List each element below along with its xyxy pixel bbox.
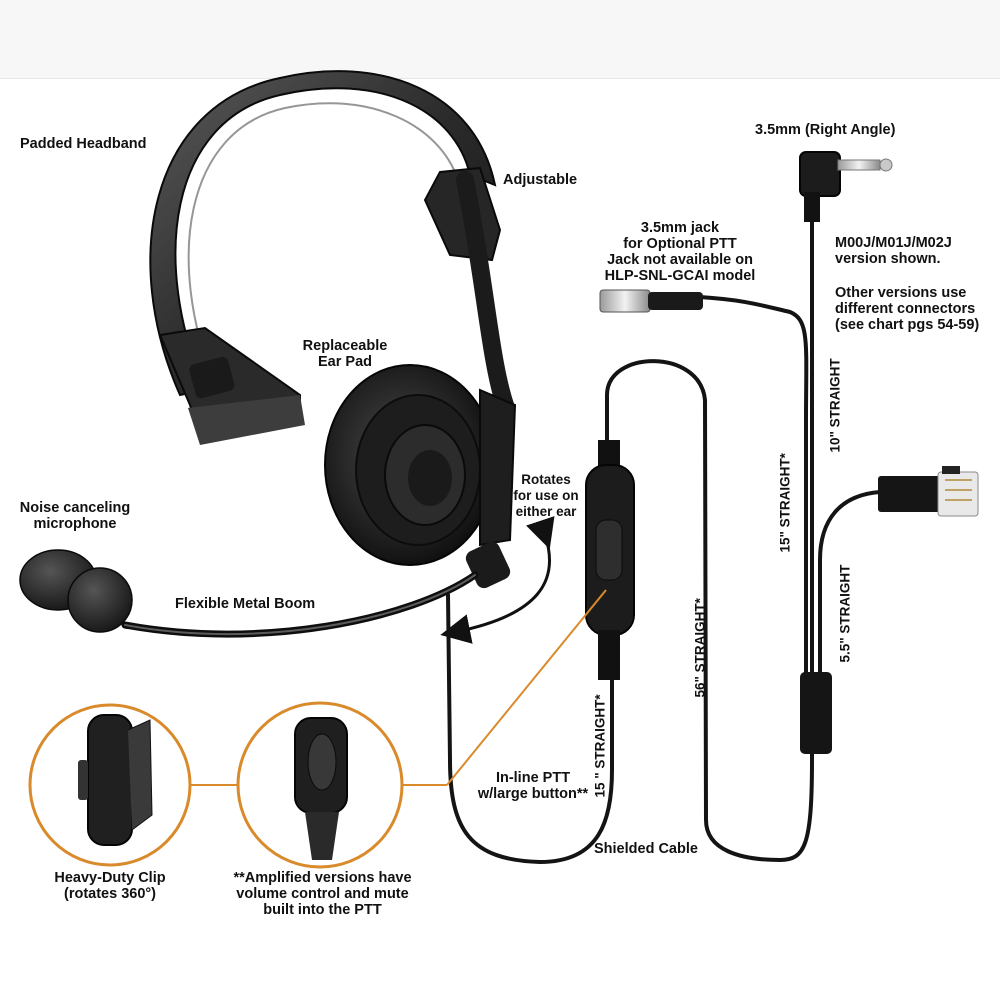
optional-ptt-jack — [599, 289, 703, 313]
label-version: M00J/M01J/M02J version shown. — [835, 235, 952, 267]
right-angle-connector — [799, 151, 893, 222]
label-adjustable: Adjustable — [503, 172, 578, 188]
adjustable-slider — [423, 166, 514, 414]
cable-splitter — [800, 672, 832, 754]
inline-ptt — [585, 440, 635, 680]
label-noise-canceling-microphone: Noise canceling microphone — [19, 500, 131, 532]
label-heavy-duty-clip: Heavy-Duty Clip (rotates 360°) — [54, 870, 166, 902]
length-label-15-straight-left: 15 " STRAIGHT* — [592, 694, 608, 798]
label-amplified-versions: **Amplified versions have volume control… — [233, 870, 412, 918]
top-banner — [0, 0, 1000, 79]
length-label-10-straight: 10" STRAIGHT — [827, 358, 843, 453]
rotate-arrow-icon — [440, 516, 555, 644]
length-label-56-straight: 56" STRAIGHT* — [692, 598, 708, 698]
label-inline-ptt: In-line PTT w/large button** — [477, 770, 589, 802]
label-other-versions: Other versions use different connectors … — [835, 285, 980, 333]
ear-cup — [324, 364, 517, 566]
label-rotates: Rotates for use on either ear — [513, 472, 579, 519]
callout-lines — [190, 589, 607, 786]
label-padded-headband: Padded Headband — [20, 136, 147, 152]
label-replaceable-ear-pad: Replaceable Ear Pad — [302, 338, 388, 370]
length-label-15-straight-right: 15" STRAIGHT* — [777, 453, 793, 553]
label-optional-ptt-jack: 3.5mm jack for Optional PTT Jack not ava… — [604, 220, 756, 284]
noise-canceling-microphone — [19, 549, 133, 633]
label-shielded-cable: Shielded Cable — [594, 841, 698, 857]
clip-detail-circle — [28, 703, 192, 867]
ptt-detail-circle — [236, 701, 404, 869]
shielded-cable — [446, 216, 882, 865]
flexible-metal-boom — [121, 541, 511, 638]
label-right-angle: 3.5mm (Right Angle) — [755, 122, 896, 138]
label-flexible-metal-boom: Flexible Metal Boom — [175, 596, 316, 612]
length-label-5-5-straight: 5.5" STRAIGHT — [837, 564, 853, 663]
padded-headband — [149, 70, 497, 445]
rj-connector — [878, 466, 979, 517]
